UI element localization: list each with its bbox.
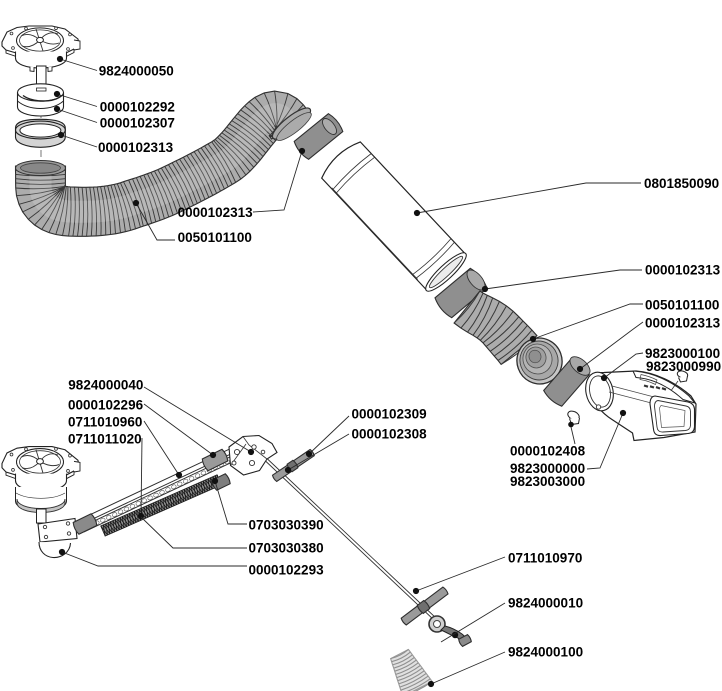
- svg-text:9823003000: 9823003000: [510, 474, 585, 489]
- svg-text:0000102313: 0000102313: [645, 262, 721, 277]
- svg-text:0711010960: 0711010960: [68, 414, 142, 429]
- svg-text:0000102308: 0000102308: [352, 426, 428, 441]
- svg-text:0711011020: 0711011020: [68, 431, 142, 446]
- svg-text:9824000100: 9824000100: [508, 644, 583, 659]
- svg-text:0711010970: 0711010970: [508, 550, 582, 565]
- svg-text:0801850090: 0801850090: [644, 176, 719, 191]
- svg-text:9823000990: 9823000990: [646, 359, 721, 374]
- svg-text:0050101100: 0050101100: [645, 297, 719, 312]
- svg-text:0703030380: 0703030380: [249, 540, 324, 555]
- svg-text:0000102292: 0000102292: [100, 99, 175, 114]
- svg-text:9823000000: 9823000000: [510, 461, 585, 476]
- svg-text:0000102309: 0000102309: [352, 406, 427, 421]
- svg-text:0703030390: 0703030390: [249, 517, 324, 532]
- svg-text:0000102293: 0000102293: [249, 562, 325, 577]
- svg-text:0000102296: 0000102296: [68, 397, 144, 412]
- svg-text:0000102313: 0000102313: [645, 315, 721, 330]
- svg-text:0000102313: 0000102313: [98, 140, 174, 155]
- svg-text:9824000010: 9824000010: [508, 595, 583, 610]
- svg-text:9824000050: 9824000050: [99, 63, 174, 78]
- svg-text:0050101100: 0050101100: [178, 230, 252, 245]
- svg-text:0000102313: 0000102313: [178, 205, 254, 220]
- svg-text:0000102307: 0000102307: [100, 115, 175, 130]
- svg-text:9823000100: 9823000100: [645, 346, 720, 361]
- svg-text:0000102408: 0000102408: [510, 443, 586, 458]
- svg-text:9824000040: 9824000040: [68, 377, 143, 392]
